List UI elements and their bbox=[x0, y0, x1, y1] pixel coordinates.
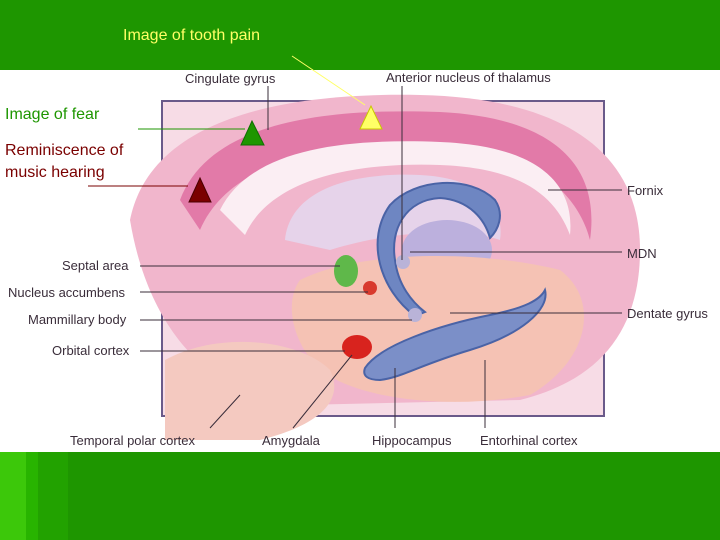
label-mammillary-body: Mammillary body bbox=[28, 312, 127, 327]
tooth-pain-marker bbox=[359, 104, 383, 130]
label-nucleus-accumbens: Nucleus accumbens bbox=[8, 285, 126, 300]
label-amygdala: Amygdala bbox=[262, 433, 320, 448]
fornix-region bbox=[376, 182, 501, 318]
label-dentate-gyrus: Dentate gyrus bbox=[627, 306, 708, 321]
mdn-dot bbox=[396, 255, 410, 269]
label-cingulate-gyrus: Cingulate gyrus bbox=[185, 71, 276, 86]
top-band bbox=[0, 0, 720, 70]
bottom-stripe bbox=[26, 452, 38, 540]
label-hippocampus: Hippocampus bbox=[372, 433, 452, 448]
nucleus-accumbens-region bbox=[363, 281, 377, 295]
label-anterior-nucleus: Anterior nucleus of thalamus bbox=[386, 70, 551, 85]
music-annotation: Reminiscence of music hearing bbox=[5, 142, 124, 181]
label-fornix: Fornix bbox=[627, 183, 664, 198]
music-marker bbox=[188, 176, 212, 203]
bottom-stripe bbox=[38, 452, 68, 540]
label-entorhinal-cortex: Entorhinal cortex bbox=[480, 433, 578, 448]
bottom-stripe bbox=[0, 452, 26, 540]
temporal-pole-region bbox=[165, 341, 335, 440]
hippocampus-region bbox=[363, 287, 547, 382]
corpus-callosum-region bbox=[220, 141, 571, 235]
tooth-pain-annotation: Image of tooth pain bbox=[123, 27, 260, 44]
label-mdn: MDN bbox=[627, 246, 657, 261]
label-septal-area: Septal area bbox=[62, 258, 129, 273]
amygdala-region bbox=[342, 335, 372, 359]
fear-marker bbox=[240, 119, 265, 146]
label-orbital-cortex: Orbital cortex bbox=[52, 343, 130, 358]
septal-area-region bbox=[334, 255, 358, 287]
mammillary-dot bbox=[408, 308, 422, 322]
bottom-band bbox=[0, 452, 720, 540]
fear-annotation: Image of fear bbox=[5, 106, 100, 123]
cingulate-gyrus-region bbox=[180, 111, 592, 241]
label-temporal-polar-cortex: Temporal polar cortex bbox=[70, 433, 195, 448]
